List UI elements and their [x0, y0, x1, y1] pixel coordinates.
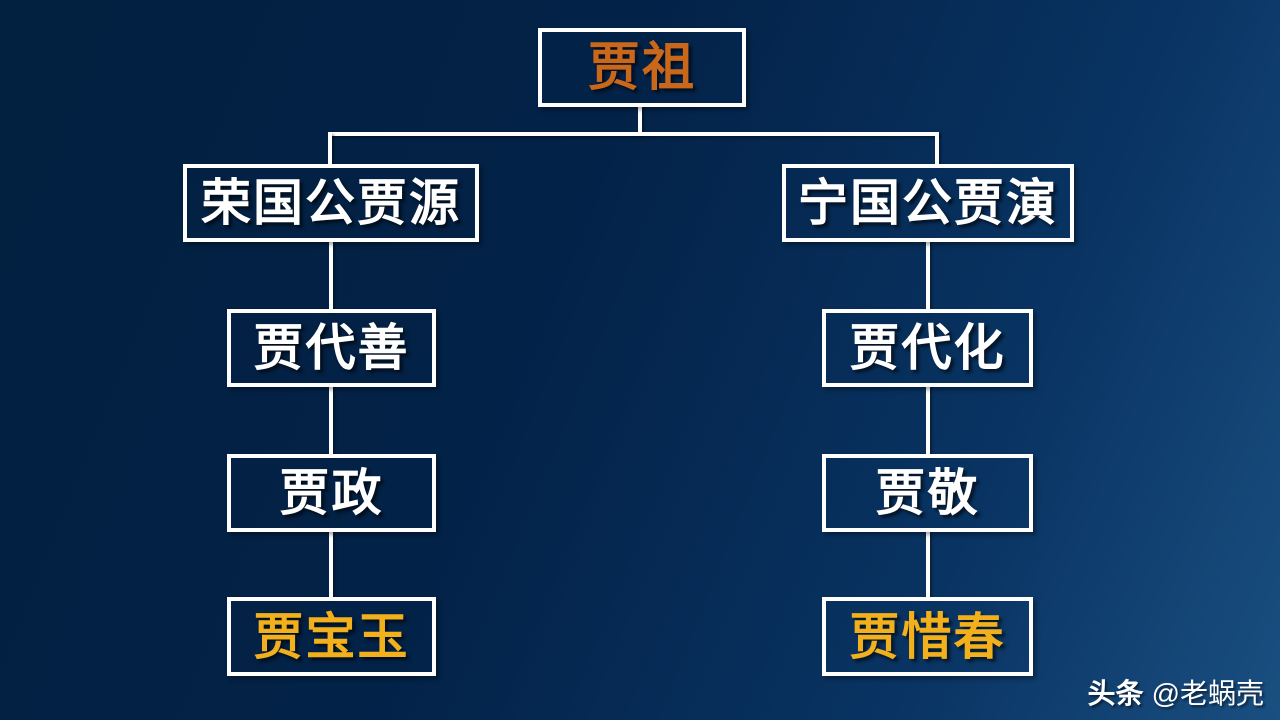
node-rong-guo-gong-jia-yuan: 荣国公贾源 — [183, 164, 479, 242]
connector-rong-level-2-3 — [329, 385, 333, 456]
node-label: 贾代善 — [253, 320, 410, 376]
connector-rong-level-3-4 — [329, 530, 333, 599]
node-label: 贾敬 — [875, 465, 980, 521]
node-jia-zu: 贾祖 — [538, 28, 746, 107]
node-label: 贾惜春 — [849, 608, 1006, 665]
connector-right-branch-down — [935, 132, 939, 166]
watermark: 头条@老蜗壳 — [1088, 672, 1264, 712]
watermark-platform: 头条 — [1087, 678, 1144, 709]
node-label: 贾代化 — [849, 320, 1006, 376]
connector-rong-level-1-2 — [329, 240, 333, 311]
node-jia-dai-shan: 贾代善 — [227, 309, 436, 387]
connector-ning-level-2-3 — [926, 385, 930, 456]
node-jia-zheng: 贾政 — [227, 454, 436, 532]
node-label: 贾宝玉 — [253, 608, 410, 665]
node-label: 贾祖 — [587, 38, 696, 97]
connector-left-branch-down — [328, 132, 332, 166]
connector-ning-level-1-2 — [926, 240, 930, 311]
node-label: 宁国公贾演 — [798, 175, 1058, 231]
node-ning-guo-gong-jia-yan: 宁国公贾演 — [782, 164, 1074, 242]
connector-branch-horizontal — [328, 132, 939, 136]
node-jia-bao-yu: 贾宝玉 — [227, 597, 436, 676]
node-label: 贾政 — [279, 465, 384, 521]
node-jia-xi-chun: 贾惜春 — [822, 597, 1033, 676]
node-label: 荣国公贾源 — [201, 175, 461, 231]
node-jia-jing: 贾敬 — [822, 454, 1033, 532]
connector-ning-level-3-4 — [926, 530, 930, 599]
watermark-handle: @老蜗壳 — [1151, 678, 1264, 709]
connector-root-down — [638, 105, 642, 136]
node-jia-dai-hua: 贾代化 — [822, 309, 1033, 387]
